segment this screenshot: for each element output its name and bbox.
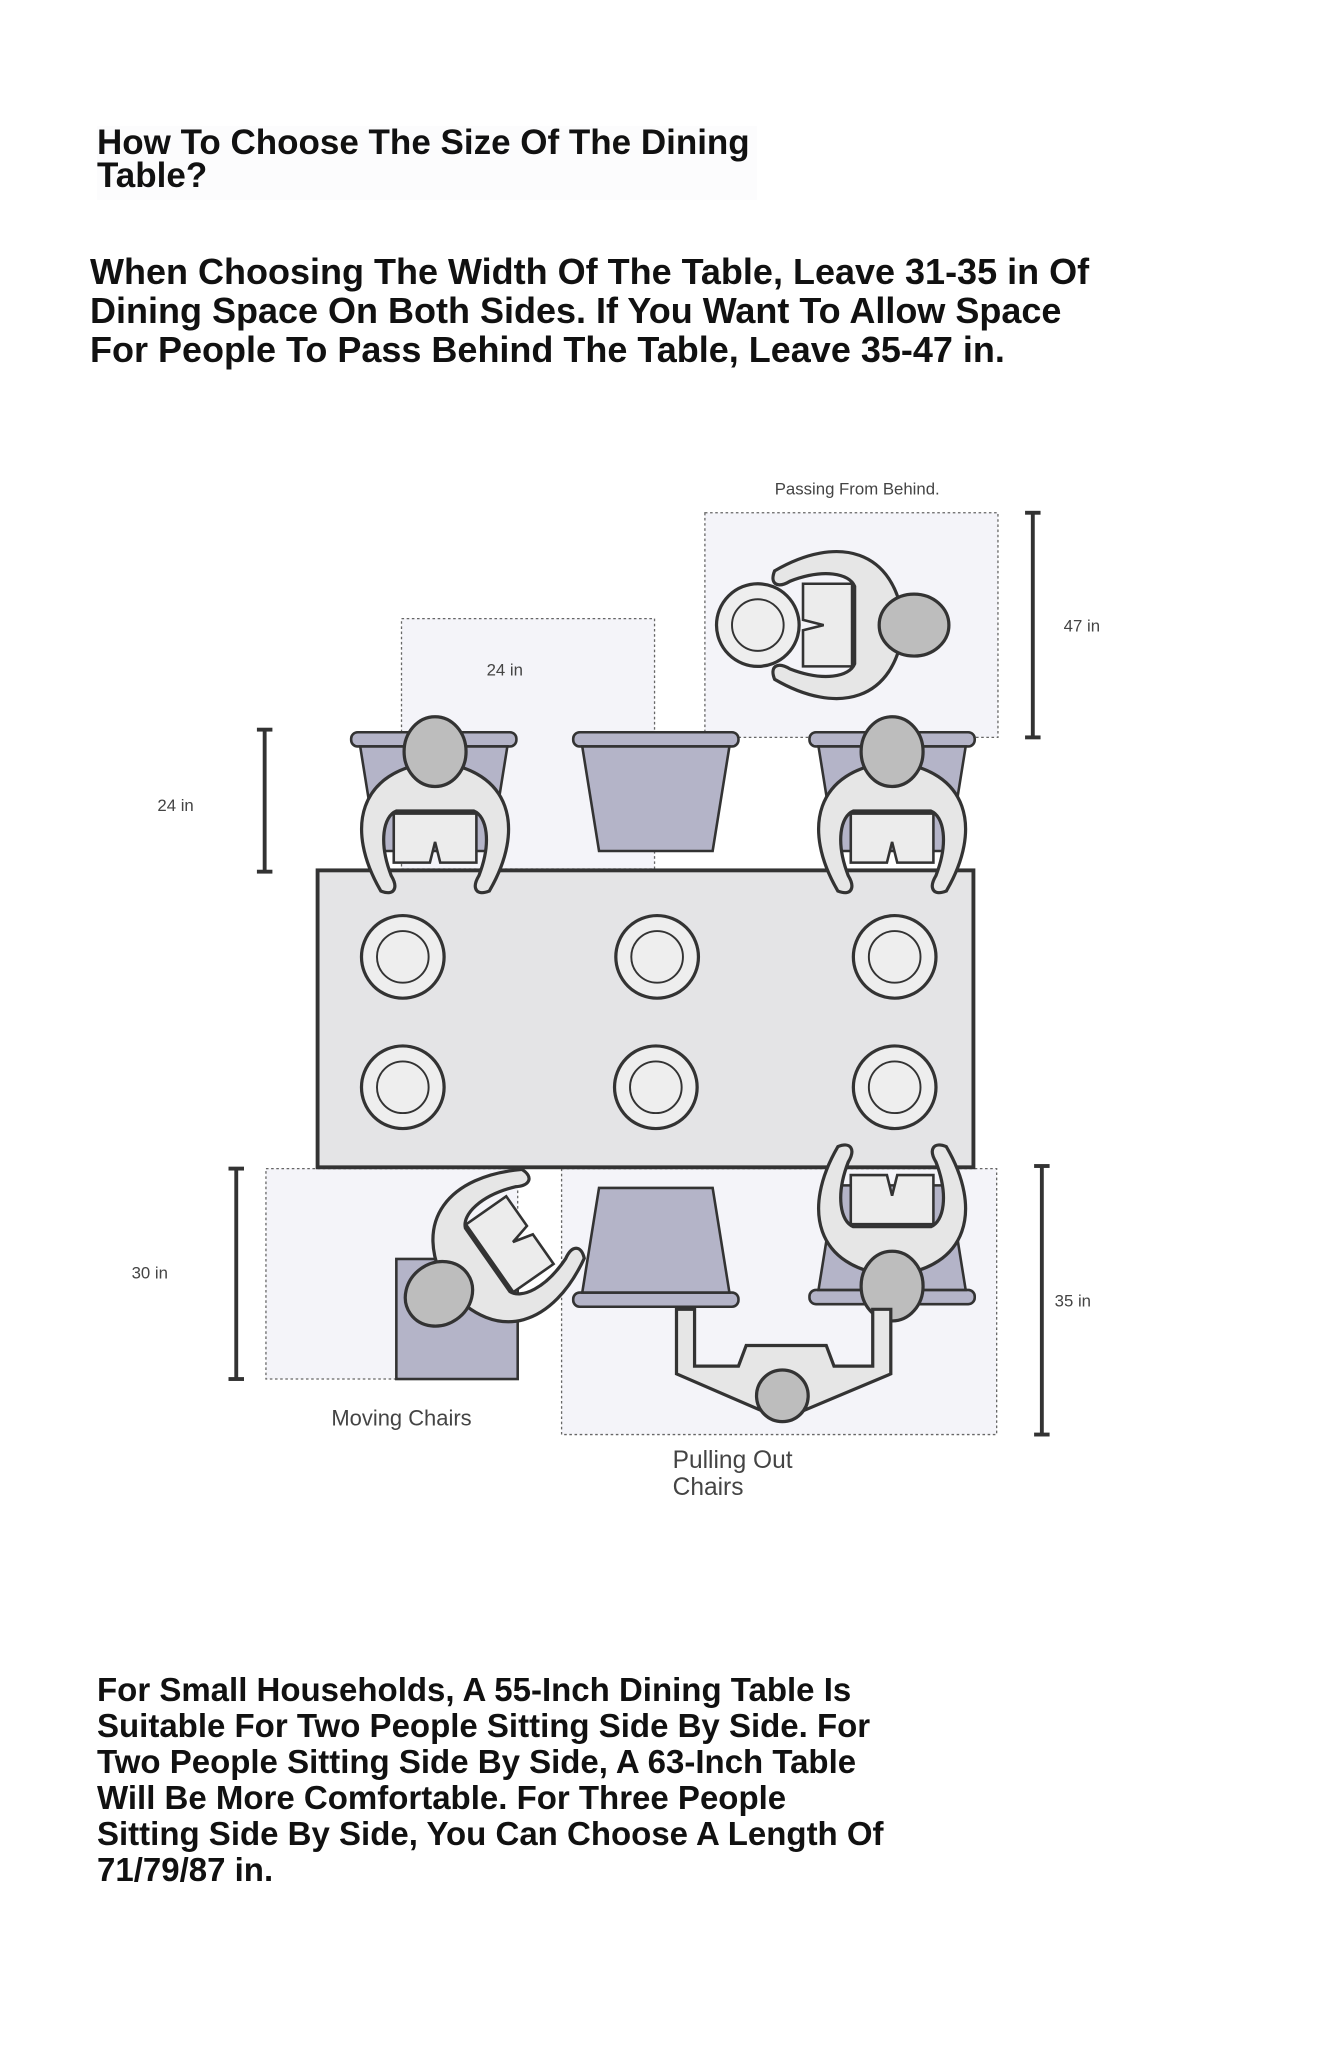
dim-pulling-label: 35 in — [1055, 1292, 1091, 1311]
chair-top-middle — [571, 730, 740, 853]
dimension-lines — [228, 510, 1050, 1437]
chair-bottom-middle — [571, 1186, 740, 1309]
pulling-label-line1: Pulling Out — [673, 1447, 793, 1474]
passing-label: Passing From Behind. — [775, 480, 940, 499]
pulling-label-line2: Chairs — [673, 1474, 744, 1501]
dim-passing-label: 47 in — [1064, 617, 1100, 636]
dim-seat-depth-label: 24 in — [157, 796, 193, 815]
moving-chairs-label: Moving Chairs — [331, 1406, 471, 1431]
dim-chair-width-label: 24 in — [487, 660, 523, 679]
person-pulling-chair — [674, 1307, 893, 1424]
dim-moving-label: 30 in — [132, 1263, 168, 1282]
outro-paragraph: For Small Households, A 55-Inch Dining T… — [97, 1671, 884, 1888]
intro-paragraph: When Choosing The Width Of The Table, Le… — [90, 251, 1090, 370]
page-title: How To Choose The Size Of The Dining Tab… — [97, 125, 757, 200]
